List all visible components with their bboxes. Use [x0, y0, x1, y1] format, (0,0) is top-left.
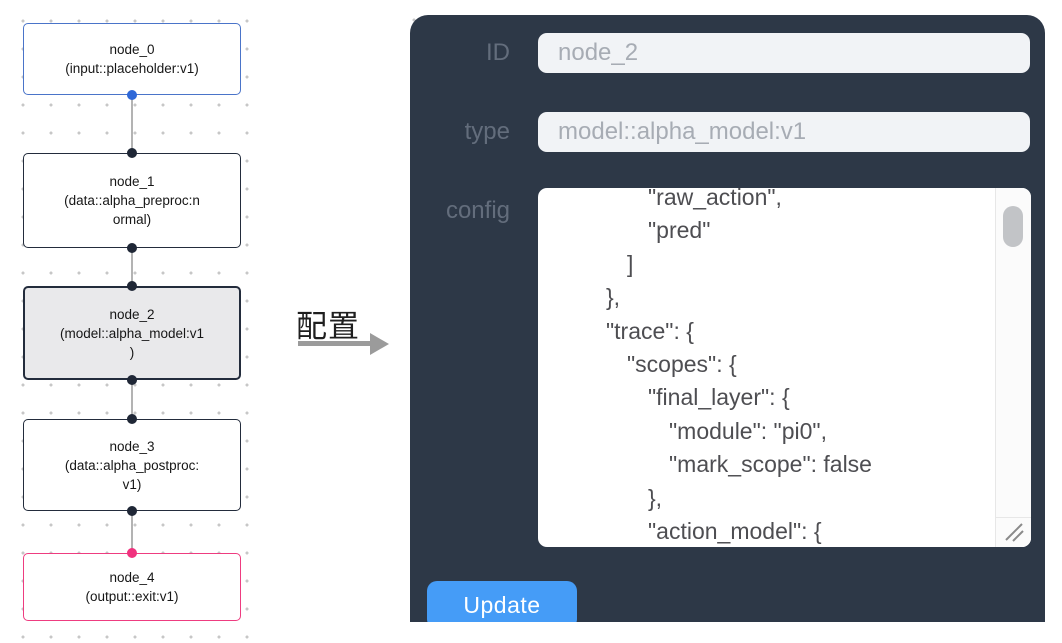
config-textarea[interactable]: "raw_action", "pred"]}, "trace": { "scopes"…: [538, 188, 1031, 547]
node-subtitle: (input::placeholder:v1): [65, 61, 199, 76]
flow-edge: [131, 380, 133, 419]
config-json-line: "action_model": {: [648, 518, 822, 545]
node-subtitle: (model::alpha_model:v1: [59, 325, 205, 341]
transition-arrow-head-icon: [370, 332, 389, 355]
node-title: node_4: [109, 570, 155, 585]
flow-node-node_0[interactable]: node_0(input::placeholder:v1): [23, 23, 241, 95]
node-subtitle: (data::alpha_preproc:n: [64, 193, 200, 208]
scrollbar-thumb[interactable]: [1003, 206, 1023, 247]
resize-handle-icon[interactable]: [995, 517, 1031, 547]
port-handle[interactable]: [127, 506, 137, 516]
node-title: node_2: [109, 306, 155, 322]
port-handle[interactable]: [127, 90, 137, 100]
node-subtitle: ): [129, 344, 135, 360]
config-json-line: "pred": [648, 217, 711, 244]
flow-edge: [131, 248, 133, 286]
config-json-line: },: [606, 284, 621, 311]
transition-arrow: [298, 341, 372, 346]
scrollbar-track[interactable]: [995, 188, 1031, 547]
type-field-label: type: [464, 118, 510, 145]
port-handle[interactable]: [127, 548, 137, 558]
node-config-panel: ID type config "raw_action", "pred"]}, "tr…: [410, 15, 1045, 622]
flow-node-node_2[interactable]: node_2(model::alpha_model:v1): [23, 286, 241, 380]
node-title: node_3: [109, 438, 155, 454]
port-handle[interactable]: [127, 148, 137, 158]
config-json-line: "mark_scope": false: [669, 451, 872, 478]
update-button[interactable]: Update: [427, 581, 577, 622]
node-subtitle: v1): [122, 476, 142, 492]
port-handle[interactable]: [127, 375, 137, 385]
config-json-line: "final_layer": {: [648, 384, 790, 411]
config-json-line: ]: [627, 250, 634, 277]
config-json-content[interactable]: "raw_action", "pred"]}, "trace": { "scopes"…: [538, 188, 995, 547]
config-json-line: "scopes": {: [627, 351, 737, 378]
port-handle[interactable]: [127, 414, 137, 424]
id-input[interactable]: [538, 33, 1030, 73]
config-json-line: },: [648, 484, 663, 511]
flow-edge: [131, 511, 133, 553]
port-handle[interactable]: [127, 281, 137, 291]
node-title: node_1: [109, 174, 155, 189]
node-subtitle: (data::alpha_postproc:: [64, 457, 200, 473]
config-json-line: "module": "pi0",: [669, 417, 827, 444]
config-json-line: "raw_action",: [648, 188, 782, 210]
node-title: node_0: [109, 42, 155, 57]
port-handle[interactable]: [127, 243, 137, 253]
config-json-line: "trace": {: [606, 317, 694, 344]
transition-label: 配置: [296, 309, 360, 344]
node-subtitle: ormal): [112, 212, 152, 227]
flow-edge: [131, 95, 133, 153]
node-subtitle: (output::exit:v1): [85, 589, 179, 604]
type-input[interactable]: [538, 112, 1030, 152]
id-field-label: ID: [486, 39, 510, 66]
config-field-label: config: [445, 197, 510, 224]
flow-node-node_4[interactable]: node_4(output::exit:v1): [23, 553, 241, 621]
flow-node-node_3[interactable]: node_3(data::alpha_postproc:v1): [23, 419, 241, 511]
